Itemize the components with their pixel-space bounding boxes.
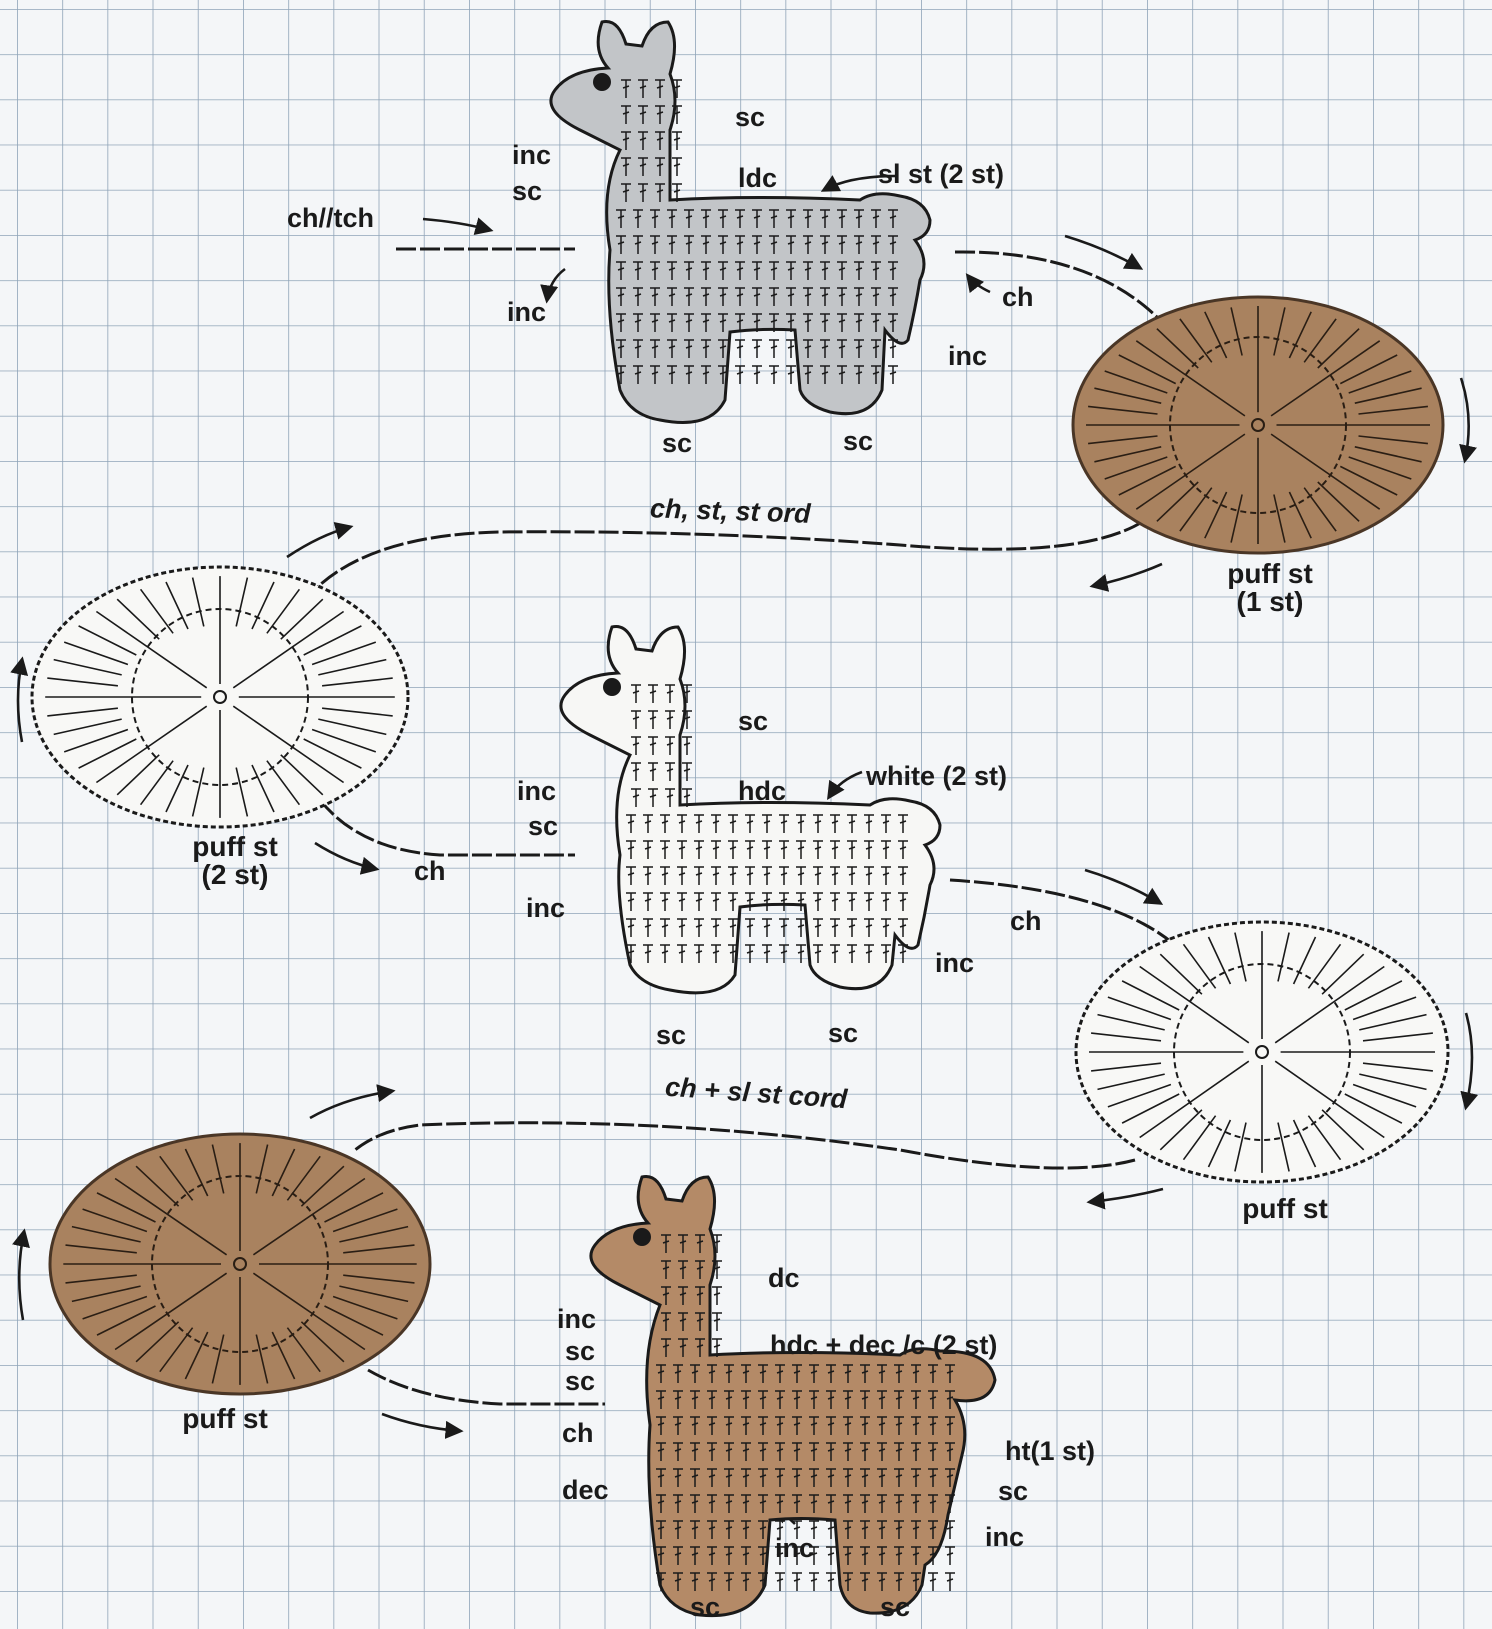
llama-gray-label-sc-head: sc	[735, 104, 765, 131]
cord-1-label: ch, st, st ord	[650, 495, 811, 528]
llama-gray-label-ldc: ldc	[738, 165, 777, 192]
llama-white-label-white: white (2 st)	[866, 763, 1007, 790]
llama-gray-label-ch-tail: ch	[1002, 284, 1034, 311]
puff-yarn-ball-4	[50, 1134, 430, 1394]
puff-yarn-ball-3	[1076, 922, 1448, 1182]
ball-2-label: puff st (2 st)	[160, 833, 310, 889]
puff-yarn-ball-2	[32, 567, 408, 827]
llama-white-label-sc-neck: sc	[528, 813, 558, 840]
llama-brown-label-ch-chest: ch	[562, 1420, 594, 1447]
ball-1-label: puff st (1 st)	[1190, 560, 1350, 616]
llama-gray-label-inc-neck: inc	[512, 142, 551, 169]
llama-brown-label-sc-neck1: sc	[565, 1338, 595, 1365]
llama-gray-label-sl-st: sl st (2 st)	[878, 161, 1004, 188]
llama-gray-label-inc-chest: inc	[507, 299, 546, 326]
llama-white-label-sc-leg2: sc	[828, 1020, 858, 1047]
puff-yarn-ball-1	[1073, 297, 1443, 553]
llama-brown-label-dc: dc	[768, 1265, 800, 1292]
llama-white-label-inc-back: inc	[935, 950, 974, 977]
llama-white-label-inc-chest: inc	[526, 895, 565, 922]
llama-gray-label-sc-neck: sc	[512, 178, 542, 205]
llama-brown-label-inc-back: inc	[985, 1524, 1024, 1551]
llama-brown-label-ht: ht(1 st)	[1005, 1438, 1095, 1465]
llama-gray-label-inc-back: inc	[948, 343, 987, 370]
llama-brown-label-hdc-dec: hdc + dec /c (2 st)	[770, 1332, 997, 1359]
llama-brown-label-sc-leg1: sc	[690, 1594, 720, 1621]
llama-gray-label-sc-leg1: sc	[662, 430, 692, 457]
ball-3-label: puff st	[1210, 1195, 1360, 1223]
llama-white-label-sc-head: sc	[738, 708, 768, 735]
llama-brown-label-sc-neck2: sc	[565, 1368, 595, 1395]
llama-white-label-ch-tail: ch	[1010, 908, 1042, 935]
ball-4-label: puff st	[150, 1405, 300, 1433]
llama-white-label-inc-neck: inc	[517, 778, 556, 805]
llama-white-label-sc-leg1: sc	[656, 1022, 686, 1049]
llama-brown-label-inc-neck: inc	[557, 1306, 596, 1333]
llama-brown-label-sc-leg2: sc	[880, 1594, 910, 1621]
llama-white-label-hdc: hdc	[738, 778, 786, 805]
llama-gray-label-sc-leg2: sc	[843, 428, 873, 455]
ball-2-label-ch: ch	[414, 858, 446, 885]
llama-gray-label-chstitch: ch//tch	[287, 205, 374, 232]
llama-brown-label-inc-belly: inc	[775, 1535, 814, 1562]
llama-brown-label-dec-chest: dec	[562, 1477, 609, 1504]
llama-brown-label-sc-back: sc	[998, 1478, 1028, 1505]
